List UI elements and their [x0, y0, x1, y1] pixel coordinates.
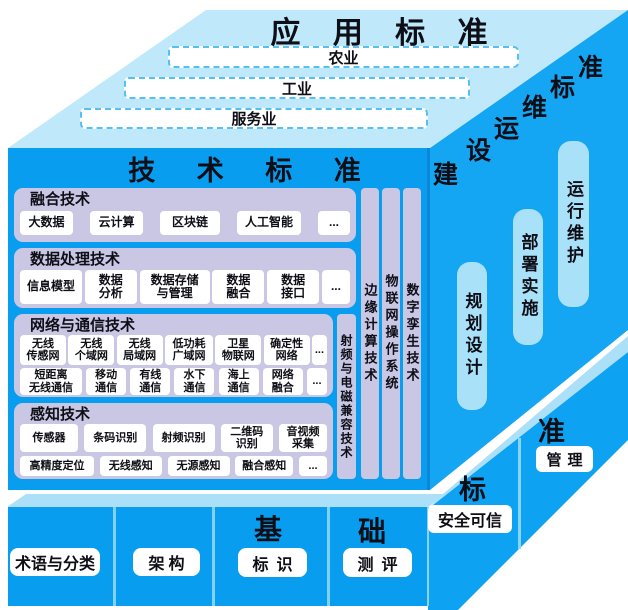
wing-char-zhun: 准: [538, 417, 565, 447]
section-network-comm-header: 网络与通信技术: [30, 317, 136, 334]
diag-char-biao: 标: [550, 74, 576, 102]
tech-item-box: 条码识别: [84, 424, 147, 452]
tech-item-box: 高精度定位: [20, 456, 94, 476]
tech-item-box: 移动 通信: [86, 368, 127, 395]
section-fusion-tech: 融合技术 大数据 云计算 区块链 人工智能 ...: [14, 188, 356, 242]
pill-operation-maintenance: 运行维护: [558, 141, 589, 307]
pill-planning-design: 规划设计: [457, 262, 487, 410]
tech-item-box: 融合感知: [235, 456, 294, 476]
wing-divider: [518, 438, 521, 549]
app-bar-agriculture: 农业: [168, 46, 519, 68]
tech-item-box: 数据 融合: [212, 270, 265, 304]
tech-item-box: 水下 通信: [174, 368, 215, 395]
tech-item-box: 二维码 识别: [220, 424, 273, 452]
tech-item-box: 区块链: [160, 211, 220, 235]
wing-char-biao: 标: [459, 475, 486, 505]
strip-iot-os: 物联网操作系统: [382, 188, 400, 479]
tech-item-box: 云计算: [90, 211, 143, 235]
sensing-row-1: 传感器 条码识别 射频识别 二维码 识别 音视频 采集: [20, 424, 327, 452]
data-processing-row: 信息模型 数据 分析 数据存储 与管理 数据 融合 数据 接口 ...: [20, 270, 350, 304]
tech-item-box-more: ...: [306, 368, 327, 395]
section-data-processing: 数据处理技术 信息模型 数据 分析 数据存储 与管理 数据 融合 数据 接口 .…: [14, 248, 356, 308]
base-divider-2: [212, 507, 215, 606]
section-data-processing-header: 数据处理技术: [30, 251, 121, 268]
tech-item-box: 卫星 物联网: [215, 335, 262, 365]
diag-char-wei: 维: [522, 94, 548, 122]
strip-edge-computing: 边缘计算技术: [361, 188, 379, 479]
wing-box-security-trust: 安全可信: [428, 505, 512, 533]
base-box-identification: 标识: [238, 548, 307, 577]
slab-wing-edge: [427, 507, 429, 606]
diag-char-zhun: 准: [578, 54, 604, 82]
app-bar-service: 服务业: [80, 108, 428, 129]
tech-item-box: 大数据: [20, 211, 73, 235]
tech-item-box: 无源感知: [167, 456, 230, 476]
fusion-tech-row: 大数据 云计算 区块链 人工智能 ...: [20, 211, 350, 235]
network-row-2: 短距离 无线通信 移动 通信 有线 通信 水下 通信 海上 通信 网络 融合 .…: [20, 368, 327, 395]
tech-item-box: 无线 传感网: [20, 335, 66, 365]
tech-item-box: 海上 通信: [218, 368, 259, 395]
tech-item-box: 无线感知: [99, 456, 162, 476]
strip-digital-twin: 数字孪生技术: [403, 188, 421, 479]
base-box-evaluation: 测评: [343, 548, 412, 577]
tech-item-box: 确定性 网络: [263, 335, 310, 365]
network-row-1: 无线 传感网 无线 个域网 无线 局域网 低功耗 广域网 卫星 物联网 确定性 …: [20, 335, 327, 365]
tech-standards-title: 技 术 标 准: [128, 156, 378, 186]
tech-item-box: 短距离 无线通信: [20, 368, 82, 395]
strip-rf-emc-tech: 射频与电磁兼容技术: [337, 314, 356, 479]
diag-char-jian: 建: [433, 161, 459, 189]
section-network-comm: 网络与通信技术 无线 传感网 无线 个域网 无线 局域网 低功耗 广域网 卫星 …: [14, 314, 333, 397]
tech-item-box: 网络 融合: [262, 368, 303, 395]
app-bar-industry: 工业: [124, 77, 470, 99]
tech-item-box: 传感器: [20, 424, 78, 452]
wing-box-management: 管理: [536, 446, 593, 472]
tech-item-box: 无线 个域网: [68, 335, 115, 365]
tech-item-box: 数据 接口: [267, 270, 320, 304]
tech-item-box: 信息模型: [20, 270, 82, 304]
base-divider-3: [327, 507, 330, 606]
tech-item-box: 无线 局域网: [116, 335, 163, 365]
base-box-architecture: 架构: [133, 548, 200, 576]
front-right-edge: [427, 148, 430, 490]
tech-item-box: 有线 通信: [130, 368, 171, 395]
application-standards-title: 应 用 标 准: [270, 17, 500, 50]
tech-item-box: 低功耗 广域网: [164, 335, 213, 365]
base-title-char-chu: 础: [358, 516, 387, 547]
tech-item-box: 人工智能: [237, 211, 301, 235]
section-sensing-header: 感知技术: [30, 406, 91, 423]
diag-char-yun: 运: [494, 115, 520, 143]
tech-item-box: 数据存储 与管理: [139, 270, 210, 304]
tech-item-box-more: ...: [318, 211, 350, 235]
tech-item-box: 数据 分析: [84, 270, 137, 304]
section-fusion-tech-header: 融合技术: [30, 191, 91, 208]
base-box-terminology: 术语与分类: [10, 548, 100, 576]
diag-char-she: 设: [466, 137, 492, 165]
tech-item-box-more: ...: [299, 456, 327, 476]
base-divider-1: [113, 507, 116, 606]
tech-item-box: 音视频 采集: [279, 424, 327, 452]
pill-deployment-implementation: 部署实施: [513, 209, 543, 345]
tech-item-box: 射频识别: [152, 424, 215, 452]
sensing-row-2: 高精度定位 无线感知 无源感知 融合感知 ...: [20, 456, 327, 476]
base-title-char-ji: 基: [254, 514, 283, 545]
tech-item-box-more: ...: [321, 270, 350, 304]
section-sensing: 感知技术 传感器 条码识别 射频识别 二维码 识别 音视频 采集 高精度定位 无…: [14, 403, 333, 479]
tech-item-box-more: ...: [311, 335, 327, 365]
